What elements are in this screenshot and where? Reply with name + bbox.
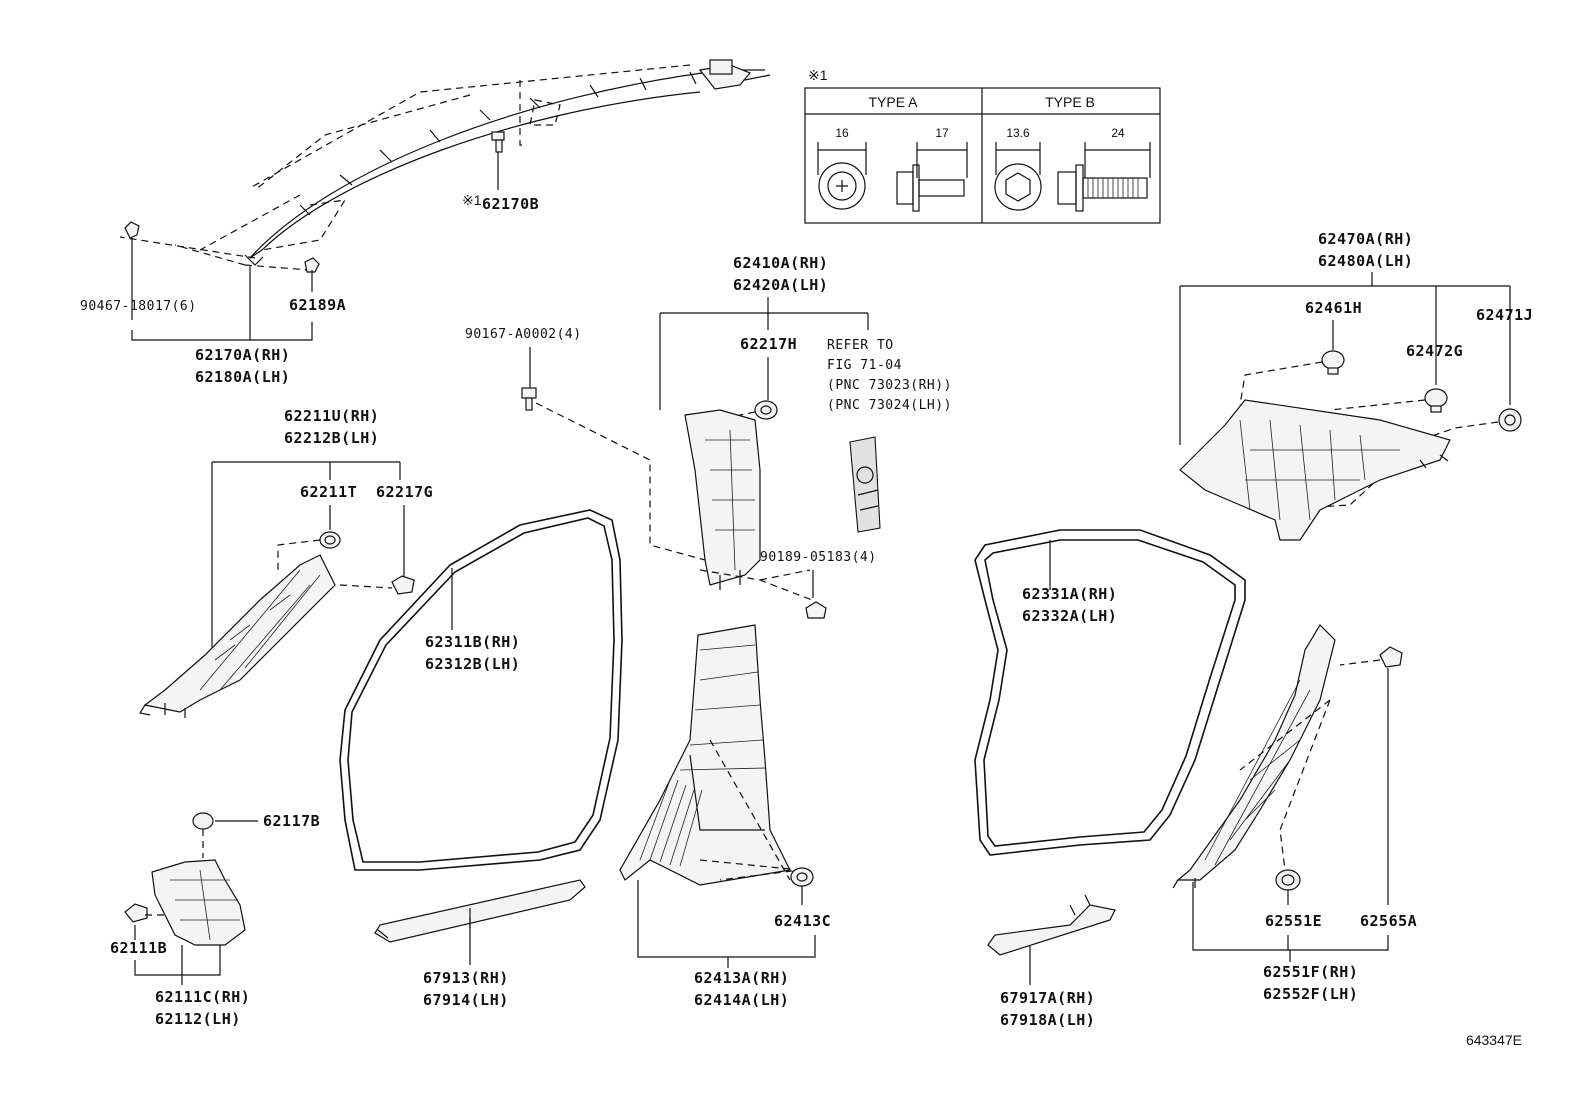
label-62189a: 62189A xyxy=(289,296,346,314)
clip-62471j-icon xyxy=(1498,408,1522,432)
rear-pillar-lower-garnish xyxy=(1172,624,1336,889)
label-62117b: 62117B xyxy=(263,812,320,830)
label-90467-18017: 90467-18017(6) xyxy=(80,299,197,314)
bolt-62170b-icon xyxy=(491,131,505,153)
label-62112-lh: 62112(LH) xyxy=(155,1010,241,1028)
label-67918a-lh: 67918A(LH) xyxy=(1000,1011,1095,1029)
label-62332a-lh: 62332A(LH) xyxy=(1022,607,1117,625)
clip-90189-icon xyxy=(805,601,827,619)
label-62471j: 62471J xyxy=(1476,306,1533,324)
fastener-type-table: ※1 TYPE A TYPE B 16 17 xyxy=(804,67,1161,224)
clip-62461h-icon xyxy=(1321,350,1345,375)
label-62472g: 62472G xyxy=(1406,342,1463,360)
type-b-header: TYPE B xyxy=(1045,94,1095,110)
label-62551f-rh: 62551F(RH) xyxy=(1263,963,1358,981)
label-62551e: 62551E xyxy=(1265,912,1322,930)
label-62170b-mark: ※1 xyxy=(462,192,482,208)
front-door-scuff-plate xyxy=(374,879,586,943)
bolt-90167-icon xyxy=(521,387,537,411)
type-a-dim-length: 17 xyxy=(935,126,949,140)
label-67913-rh: 67913(RH) xyxy=(423,969,509,987)
type-a-dim-head: 16 xyxy=(835,126,849,140)
label-62461h: 62461H xyxy=(1305,299,1362,317)
label-90167-a0002: 90167-A0002(4) xyxy=(465,327,582,342)
clip-62217h-icon xyxy=(754,400,778,420)
clip-62211t-icon xyxy=(319,531,341,549)
cowl-side-trim xyxy=(151,859,246,946)
clip-62472g-icon xyxy=(1424,388,1448,413)
clip-62117b-icon xyxy=(192,812,214,830)
seat-belt-anchor-icon xyxy=(849,436,881,533)
type-a-bolt-head-icon xyxy=(817,142,867,210)
label-refer-pnc-lh: (PNC 73024(LH)) xyxy=(827,398,952,413)
type-b-dim-length: 24 xyxy=(1111,126,1125,140)
clip-62551e-icon xyxy=(1275,869,1301,891)
rear-door-opening-weatherstrip xyxy=(974,529,1246,856)
label-62413a-rh: 62413A(RH) xyxy=(694,969,789,987)
label-62180a-lh: 62180A(LH) xyxy=(195,368,290,386)
quarter-trim-panel xyxy=(1179,399,1451,541)
type-a-bolt-side-icon xyxy=(896,142,968,212)
label-62111c-rh: 62111C(RH) xyxy=(155,988,250,1006)
label-refer-pnc-rh: (PNC 73023(RH)) xyxy=(827,378,952,393)
curtain-airbag-assembly xyxy=(119,59,771,271)
clip-62413c-icon xyxy=(790,867,814,887)
figure-code: 643347E xyxy=(1466,1032,1522,1048)
clip-90467-icon xyxy=(124,221,140,239)
label-62420a-lh: 62420A(LH) xyxy=(733,276,828,294)
rear-door-scuff-plate xyxy=(987,894,1116,956)
label-62212b-lh: 62212B(LH) xyxy=(284,429,379,447)
label-refer-to: REFER TO xyxy=(827,338,894,353)
label-62552f-lh: 62552F(LH) xyxy=(1263,985,1358,1003)
type-b-bolt-side-icon xyxy=(1057,142,1151,212)
label-90189-05183: 90189-05183(4) xyxy=(760,550,877,565)
label-67917a-rh: 67917A(RH) xyxy=(1000,989,1095,1007)
label-62413c: 62413C xyxy=(774,912,831,930)
label-62331a-rh: 62331A(RH) xyxy=(1022,585,1117,603)
label-62312b-lh: 62312B(LH) xyxy=(425,655,520,673)
front-pillar-garnish xyxy=(139,554,336,718)
label-refer-fig: FIG 71-04 xyxy=(827,358,902,373)
clip-62565a-icon xyxy=(1379,646,1403,668)
center-pillar-upper-garnish xyxy=(684,409,761,590)
label-62211t: 62211T xyxy=(300,483,357,501)
clip-62217g-icon xyxy=(391,575,415,595)
label-62480a-lh: 62480A(LH) xyxy=(1318,252,1413,270)
center-pillar-lower-garnish xyxy=(619,624,791,886)
label-62217g: 62217G xyxy=(376,483,433,501)
label-62410a-rh: 62410A(RH) xyxy=(733,254,828,272)
type-a-header: TYPE A xyxy=(868,94,918,110)
clip-62189a-icon xyxy=(304,257,320,273)
label-62211u-rh: 62211U(RH) xyxy=(284,407,379,425)
label-62311b-rh: 62311B(RH) xyxy=(425,633,520,651)
type-b-bolt-head-icon xyxy=(994,142,1042,211)
clip-62111b-icon xyxy=(124,903,148,923)
label-62470a-rh: 62470A(RH) xyxy=(1318,230,1413,248)
label-67914-lh: 67914(LH) xyxy=(423,991,509,1009)
label-62217h: 62217H xyxy=(740,335,797,353)
label-62111b: 62111B xyxy=(110,939,167,957)
label-62414a-lh: 62414A(LH) xyxy=(694,991,789,1009)
label-62565a: 62565A xyxy=(1360,912,1417,930)
label-62170b: 62170B xyxy=(482,195,539,213)
front-door-opening-weatherstrip xyxy=(339,509,623,871)
label-62170a-rh: 62170A(RH) xyxy=(195,346,290,364)
table-note-mark: ※1 xyxy=(808,67,828,83)
type-b-dim-head: 13.6 xyxy=(1006,126,1030,140)
